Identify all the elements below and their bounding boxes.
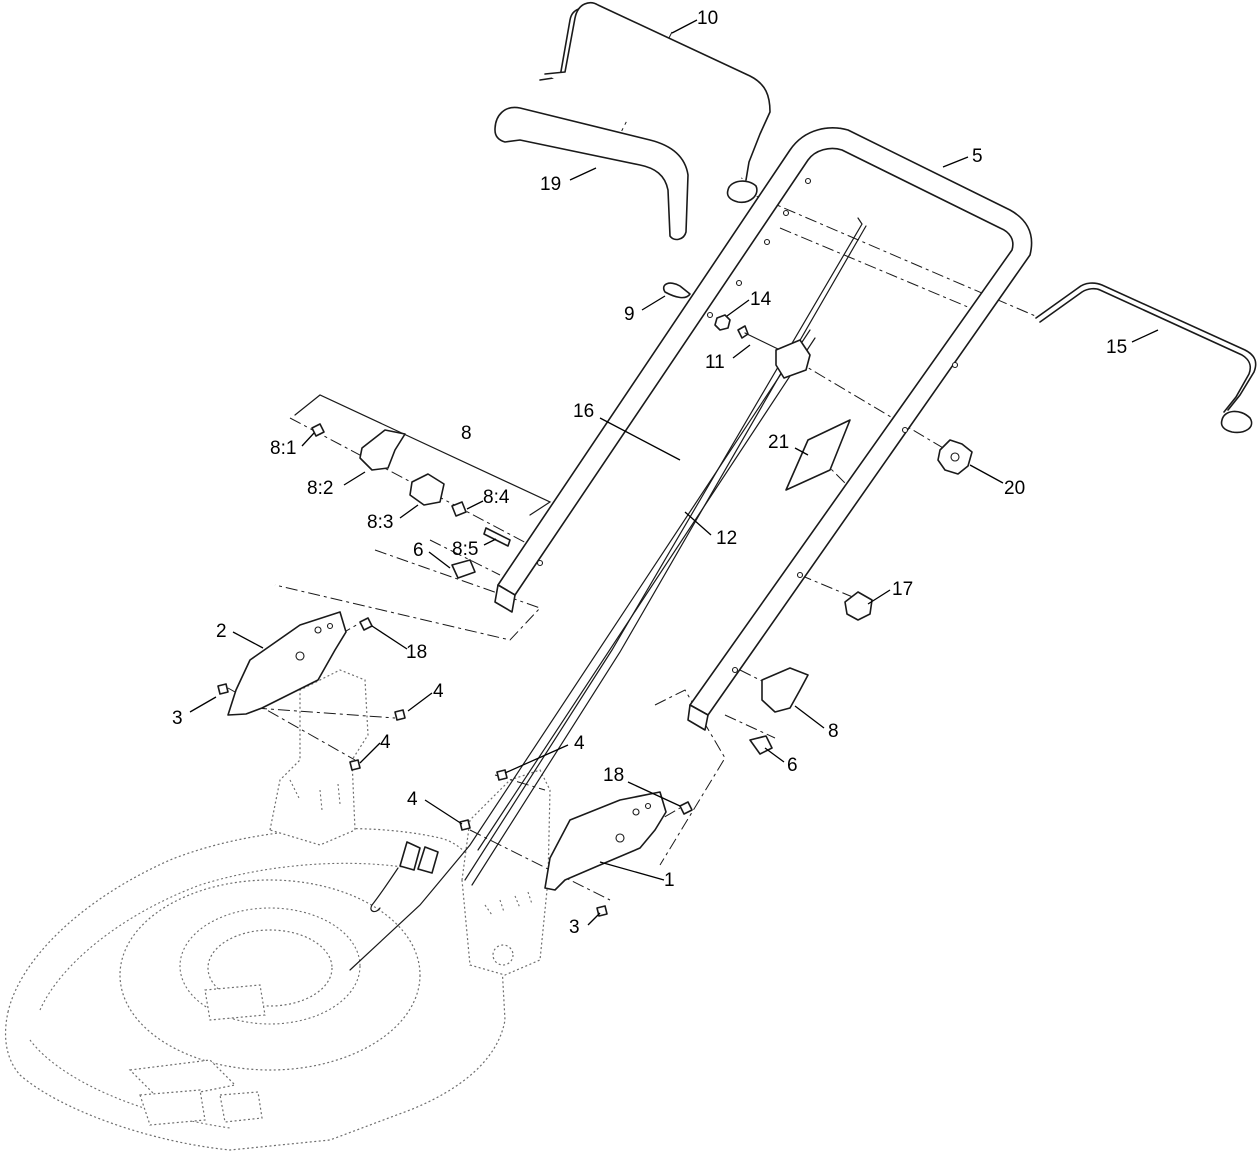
callout-18-left: 18 (406, 642, 427, 663)
bail-upper (539, 2, 771, 204)
callout-14: 14 (750, 289, 772, 310)
callout-18-right: 18 (603, 765, 624, 786)
callout-5: 5 (972, 146, 983, 167)
bail-lower (1035, 282, 1257, 434)
callout-leaders (189, 19, 1159, 926)
height-lever-right (761, 667, 809, 713)
callout-15: 15 (1106, 337, 1127, 358)
callout-8-right: 8 (828, 721, 839, 742)
control-cable (349, 329, 816, 971)
callout-17: 17 (892, 579, 913, 600)
main-handle (464, 127, 1033, 886)
cable-guide (775, 339, 811, 379)
callout-1: 1 (664, 870, 675, 891)
callout-8-2: 8:2 (307, 478, 333, 499)
decal (785, 419, 851, 491)
callout-6-left: 6 (413, 540, 424, 561)
callout-4-b: 4 (380, 732, 391, 753)
callout-3-left: 3 (172, 708, 183, 729)
callout-10: 10 (697, 8, 718, 29)
height-plate-left (217, 611, 406, 771)
mower-deck (4, 669, 551, 1151)
callout-16: 16 (573, 401, 594, 422)
height-lever-assembly (294, 394, 552, 579)
callout-6-right: 6 (787, 755, 798, 776)
callout-8-top: 8 (461, 423, 472, 444)
grip (494, 106, 689, 241)
callout-8-3: 8:3 (367, 512, 393, 533)
spacer-17 (844, 591, 873, 621)
callout-12: 12 (716, 528, 737, 549)
nut-14 (714, 314, 731, 331)
callout-21: 21 (768, 432, 789, 453)
callout-8-1: 8:1 (270, 438, 296, 459)
callout-3-right: 3 (569, 917, 580, 938)
bolt-11 (737, 325, 781, 351)
clip (662, 282, 691, 299)
callout-19: 19 (540, 174, 561, 195)
callout-4-a: 4 (433, 681, 444, 702)
callout-2: 2 (216, 621, 227, 642)
callout-8-4: 8:4 (483, 487, 510, 508)
callout-20: 20 (1004, 478, 1025, 499)
callout-11: 11 (705, 352, 725, 373)
callout-labels: 10 19 5 9 14 11 15 16 21 20 8 8:1 8:2 8:… (172, 8, 1127, 938)
callout-4-c: 4 (574, 733, 585, 754)
callout-8-5: 8:5 (452, 539, 478, 560)
callout-4-d: 4 (407, 789, 418, 810)
callout-9: 9 (624, 304, 635, 325)
height-plate-right (459, 769, 693, 917)
